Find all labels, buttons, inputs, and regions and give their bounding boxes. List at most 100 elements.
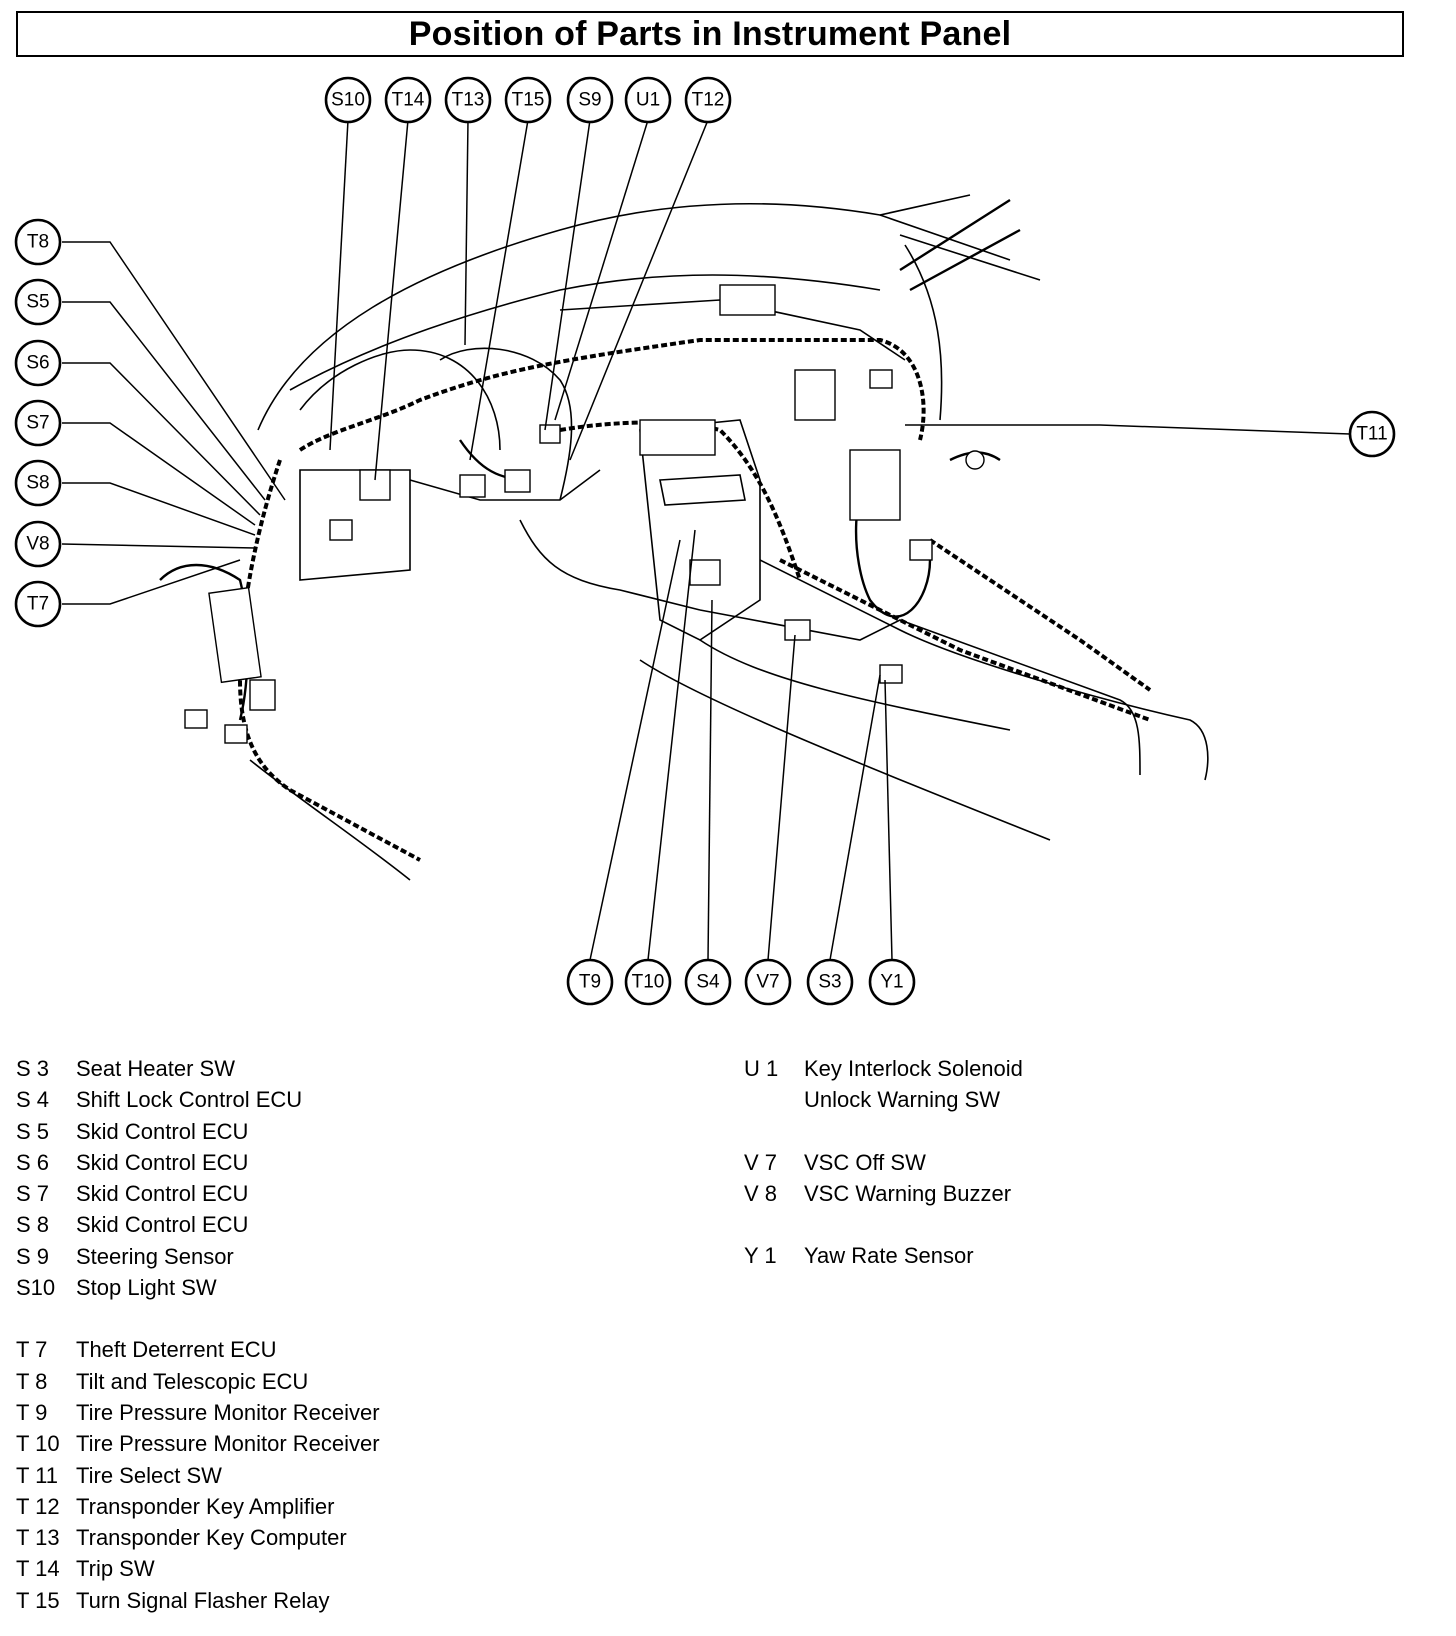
legend-name: Key Interlock Solenoid	[804, 1056, 1023, 1081]
legend-code: T 9	[16, 1399, 48, 1425]
legend-name: Shift Lock Control ECU	[76, 1087, 303, 1113]
legend-code	[744, 1116, 804, 1147]
leader-lines	[61, 119, 1351, 961]
legend-code: V 7	[744, 1149, 778, 1175]
legend-name: Skid Control ECU	[76, 1118, 249, 1144]
svg-text:T8: T8	[27, 232, 49, 253]
legend-code: S 5	[16, 1118, 50, 1144]
legend-row: V 8 VSC Warning Buzzer	[744, 1178, 1023, 1209]
callouts-right: T11	[1348, 410, 1396, 458]
legend-name: Tire Select SW	[76, 1462, 222, 1488]
callout-t11: T11	[1348, 410, 1396, 458]
legend-row: V 7 VSC Off SW	[744, 1147, 1023, 1178]
callouts-left: T8 S5 S6 S7 S8 V8 T7	[14, 218, 62, 628]
svg-text:S6: S6	[26, 353, 49, 374]
svg-text:T15: T15	[512, 90, 545, 111]
svg-text:U1: U1	[636, 90, 660, 111]
svg-text:T9: T9	[579, 972, 601, 993]
callouts-top: S10 T14 T13 T15 S9 U1 T12	[324, 76, 732, 124]
svg-text:T12: T12	[692, 90, 725, 111]
legend-code: U 1	[744, 1056, 779, 1081]
callouts-bottom: T9 T10 S4 V7 S3 Y1	[566, 958, 916, 1006]
callout-t7: T7	[14, 580, 62, 628]
callout-t14: T14	[384, 76, 432, 124]
svg-text:S10: S10	[331, 90, 365, 111]
legend-row: S 4 Shift Lock Control ECU	[16, 1084, 380, 1115]
legend-row: T 9 Tire Pressure Monitor Receiver	[16, 1397, 380, 1428]
legend-code: S10	[16, 1275, 56, 1301]
legend-name: Tilt and Telescopic ECU	[76, 1368, 309, 1394]
legend-code: S 3	[16, 1056, 50, 1081]
legend-code: S 4	[16, 1087, 50, 1113]
callout-s6: S6	[14, 339, 62, 387]
legend-name: Skid Control ECU	[76, 1149, 249, 1175]
legend-row: S 6 Skid Control ECU	[16, 1147, 380, 1178]
callout-s10: S10	[324, 76, 372, 124]
legend-code	[744, 1084, 804, 1115]
legend-code	[744, 1209, 804, 1240]
page-title: Position of Parts in Instrument Panel	[408, 14, 1012, 53]
svg-text:S4: S4	[696, 972, 720, 993]
callout-y1: Y1	[868, 958, 916, 1006]
legend-row: S 9 Steering Sensor	[16, 1241, 380, 1272]
callout-s9: S9	[566, 76, 614, 124]
legend-name: Turn Signal Flasher Relay	[76, 1587, 330, 1613]
legend-code: V 8	[744, 1180, 778, 1206]
svg-text:Y1: Y1	[880, 972, 903, 993]
legend-name: Skid Control ECU	[76, 1181, 249, 1207]
legend-name: Steering Sensor	[76, 1243, 234, 1269]
callout-t10: T10	[624, 958, 672, 1006]
legend-code: Y 1	[744, 1243, 777, 1269]
title-box: Position of Parts in Instrument Panel	[16, 11, 1404, 57]
legend-name: Tire Pressure Monitor Receiver	[76, 1399, 380, 1425]
legend-name: Yaw Rate Sensor	[804, 1243, 974, 1269]
callout-t12: T12	[684, 76, 732, 124]
legend-code	[16, 1303, 76, 1334]
callout-v8: V8	[14, 520, 62, 568]
legend-name: Stop Light SW	[76, 1275, 217, 1301]
legend-code: S 9	[16, 1243, 50, 1269]
legend-name: Transponder Key Computer	[76, 1525, 347, 1551]
svg-text:V7: V7	[756, 972, 779, 993]
legend-code: S 8	[16, 1212, 50, 1238]
instrument-panel-diagram: S10 T14 T13 T15 S9 U1 T12 T8 S5 S6 S7 S8…	[14, 76, 1396, 1006]
svg-text:S9: S9	[578, 90, 601, 111]
legend-code: T 10	[16, 1431, 60, 1457]
callout-s7: S7	[14, 399, 62, 447]
legend-row: S 5 Skid Control ECU	[16, 1116, 380, 1147]
callout-s8: S8	[14, 459, 62, 507]
callout-t8: T8	[14, 218, 62, 266]
callout-u1: U1	[624, 76, 672, 124]
svg-text:T13: T13	[452, 90, 485, 111]
svg-text:S5: S5	[26, 292, 49, 313]
callout-s5: S5	[14, 278, 62, 326]
svg-text:T7: T7	[27, 594, 49, 615]
callout-t15: T15	[504, 76, 552, 124]
legend-row: U 1 Key Interlock Solenoid	[744, 1053, 1023, 1084]
svg-text:T11: T11	[1356, 424, 1387, 445]
dashboard-drawing	[159, 194, 1209, 881]
legend-code: T 12	[16, 1493, 60, 1519]
legend-code: T 14	[16, 1556, 60, 1582]
callout-s4: S4	[684, 958, 732, 1006]
legend-code: T 11	[16, 1462, 58, 1488]
legend-spacer	[16, 1303, 380, 1334]
legend-name: Tire Pressure Monitor Receiver	[76, 1431, 380, 1457]
svg-text:S3: S3	[818, 972, 841, 993]
legend-name: VSC Off SW	[804, 1149, 926, 1175]
legend-code: S 6	[16, 1149, 50, 1175]
callout-v7: V7	[744, 958, 792, 1006]
legend-name: Transponder Key Amplifier	[76, 1493, 335, 1519]
legend-name: VSC Warning Buzzer	[804, 1180, 1012, 1206]
legend-name: Theft Deterrent ECU	[76, 1337, 277, 1363]
